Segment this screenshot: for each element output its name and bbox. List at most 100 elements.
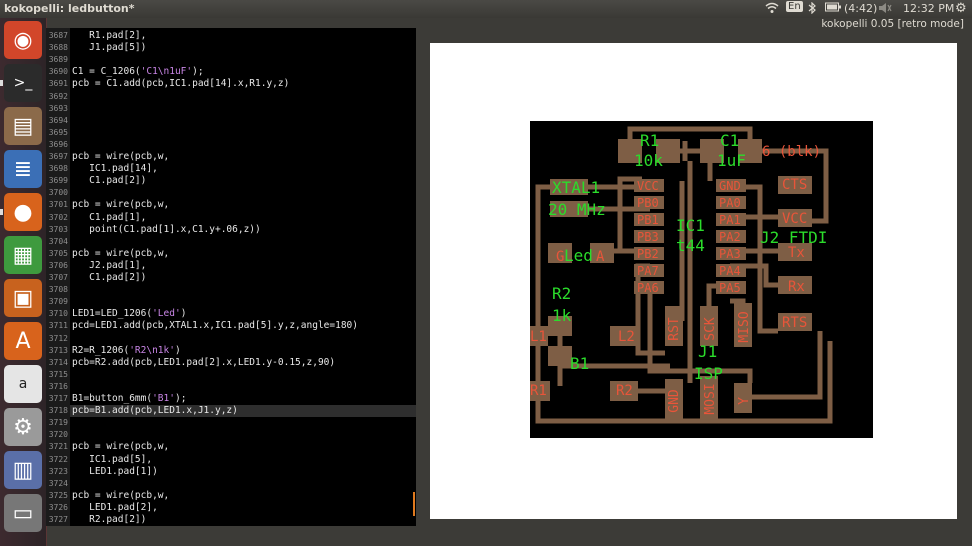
pcb-pad [548, 243, 572, 263]
pad-label-vertical: Y [737, 397, 752, 405]
code-line[interactable]: LED1.pad[2], [72, 501, 158, 513]
software-center-icon[interactable]: A [4, 322, 42, 360]
ic-pin-label: PA7 [637, 264, 659, 278]
code-line[interactable]: IC1.pad[5], [72, 453, 153, 465]
code-line[interactable]: C1.pad[2]) [72, 272, 147, 283]
ic-pin-pad [716, 196, 746, 209]
code-line[interactable]: pcb=R2.add(pcb,LED1.pad[2].x,LED1.y-0.15… [72, 356, 336, 368]
component-label: 20 MHz [548, 200, 606, 219]
code-line[interactable]: pcb = wire(pcb,w, [72, 247, 170, 259]
gear-icon[interactable]: ⚙ [955, 1, 967, 16]
pcb-pad [700, 376, 718, 420]
code-line[interactable]: B1=button_6mm('B1'); [72, 393, 187, 404]
line-number: 3708 [48, 285, 68, 295]
trash-icon[interactable]: ▭ [4, 494, 42, 532]
code-line[interactable]: C1.pad[2]) [72, 175, 147, 187]
ic-pin-label: PB2 [637, 247, 659, 261]
running-indicator [0, 80, 3, 86]
code-line[interactable]: LED1.pad[1]) [72, 465, 158, 477]
code-line[interactable]: pcb = wire(pcb,w, [72, 441, 170, 453]
line-number: 3703 [48, 224, 68, 234]
scroll-indicator[interactable] [413, 492, 415, 516]
code-line[interactable]: point(C1.pad[1].x,C1.y+.06,z)) [72, 223, 261, 235]
line-number: 3688 [48, 43, 68, 53]
ubuntu-dash-icon[interactable]: ◉ [4, 21, 42, 59]
clock[interactable]: 12:32 PM [903, 2, 955, 15]
component-label: R2 [552, 284, 571, 303]
code-line[interactable]: R2.pad[2]) [72, 514, 147, 525]
pad-label: R1 [530, 383, 547, 399]
pcb-pad [550, 179, 588, 195]
impress-icon[interactable]: ▣ [4, 279, 42, 317]
line-number: 3718 [48, 406, 68, 416]
ic-pin-label: PB0 [637, 196, 659, 210]
code-line[interactable]: pcb=B1.add(pcb,LED1.x,J1.y,z) [72, 405, 238, 417]
terminal-icon[interactable]: >_ [4, 64, 42, 102]
pad-label: Tx [788, 245, 805, 261]
ic-pin-label: GND [719, 179, 741, 193]
ic-pin-pad [716, 230, 746, 243]
battery-icon[interactable] [825, 2, 841, 15]
line-number: 3701 [48, 200, 68, 210]
code-line[interactable]: J1.pad[5]) [72, 42, 147, 54]
keyboard-indicator[interactable]: En [786, 1, 803, 12]
code-line[interactable]: R2=R_1206('R2\n1k') [72, 344, 181, 356]
ic-pin-label: PA0 [719, 196, 741, 210]
wifi-icon[interactable] [765, 2, 779, 17]
pad-label: VCC [782, 211, 807, 227]
pcb-pad [778, 243, 812, 261]
pcb-pad [665, 379, 683, 419]
code-line[interactable]: IC1.pad[14], [72, 163, 158, 175]
line-number: 3694 [48, 115, 68, 125]
calc-icon[interactable]: ▦ [4, 236, 42, 274]
pcb-pad [778, 176, 812, 194]
pcb-pad [700, 139, 724, 163]
workspaces-icon[interactable]: ▥ [4, 451, 42, 489]
ic-pin-pad [634, 247, 664, 260]
bluetooth-icon[interactable] [808, 1, 816, 17]
pcb-pad [548, 316, 572, 336]
pcb-trace [730, 298, 746, 304]
line-number: 3727 [48, 515, 68, 524]
line-number: 3720 [48, 430, 68, 440]
code-line[interactable]: LED1=LED_1206('Led') [72, 308, 187, 320]
pad-label: Rx [788, 279, 805, 295]
pcb-pad [700, 306, 718, 346]
ic-pin-label: PA2 [719, 230, 741, 244]
firefox-icon[interactable]: ● [4, 193, 42, 231]
code-line[interactable]: pcd=LED1.add(pcb,XTAL1.x,IC1.pad[5].y,z,… [72, 320, 358, 332]
code-line[interactable]: pcb = C1.add(pcb,IC1.pad[14].x,R1.y,z) [72, 78, 290, 90]
ic-pin-pad [634, 230, 664, 243]
line-number: 3693 [48, 103, 68, 113]
component-label: IC1 [676, 216, 705, 235]
pad-label: L1 [530, 329, 547, 345]
pcb-pad [738, 139, 762, 163]
pcb-pad [530, 326, 548, 346]
ic-pin-label: PA4 [719, 264, 741, 278]
file-manager-icon[interactable]: ▤ [4, 107, 42, 145]
pcb-pad [734, 383, 752, 413]
volume-icon[interactable] [878, 2, 892, 17]
code-line[interactable]: C1 = C_1206('C1\n1uF'); [72, 66, 204, 78]
component-label: 10k [634, 151, 663, 170]
line-number: 3700 [48, 188, 68, 198]
code-line[interactable]: pcb = wire(pcb,w, [72, 489, 170, 501]
code-line[interactable]: J2.pad[1], [72, 259, 147, 271]
line-number: 3699 [48, 176, 68, 186]
line-number: 3714 [48, 357, 68, 367]
pad-label: G [556, 249, 564, 265]
pcb-pad [734, 303, 752, 347]
code-line[interactable]: pcb = wire(pcb,w, [72, 199, 170, 211]
writer-icon[interactable]: ≣ [4, 150, 42, 188]
line-number: 3704 [48, 236, 68, 246]
code-line[interactable]: pcb = wire(pcb,w, [72, 151, 170, 162]
pad-label: RTS [782, 315, 807, 331]
code-line[interactable]: C1.pad[1], [72, 211, 147, 223]
amazon-icon[interactable]: a [4, 365, 42, 403]
code-line[interactable]: R1.pad[2], [72, 30, 147, 41]
settings-icon[interactable]: ⚙ [4, 408, 42, 446]
